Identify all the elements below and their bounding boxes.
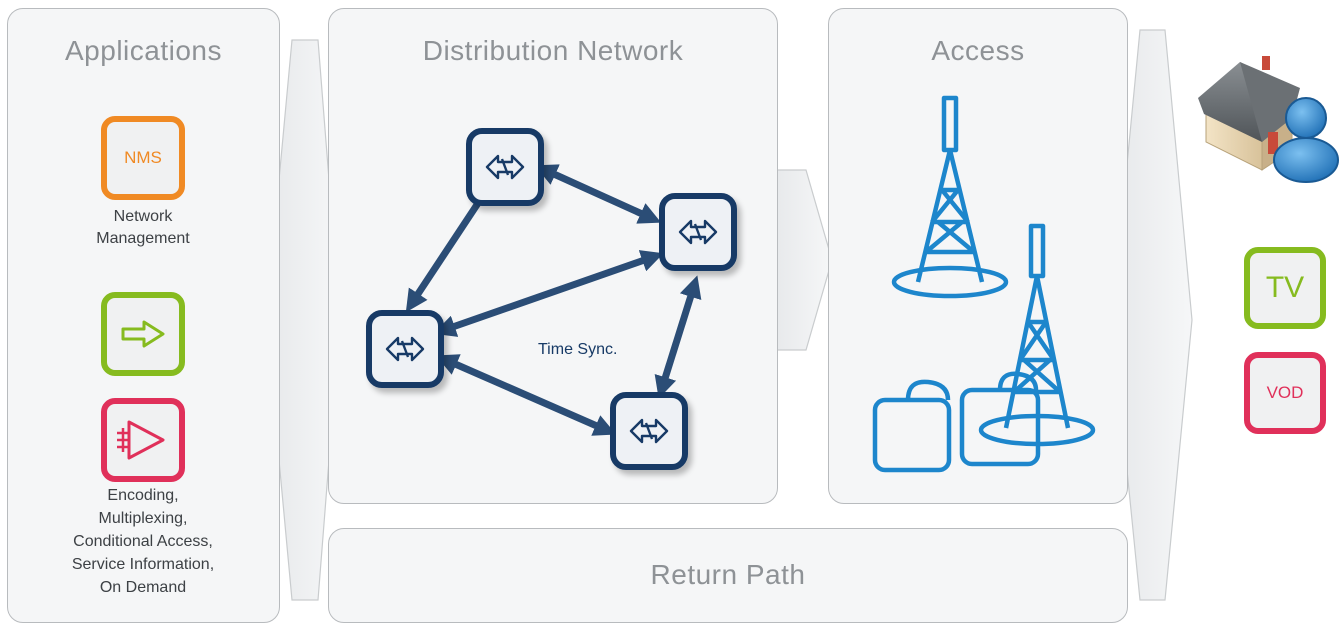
caption-line: Service Information, — [71, 556, 215, 573]
network-node-bottom — [610, 392, 688, 470]
caption-line: Multiplexing, — [98, 510, 188, 527]
user-icon — [1273, 97, 1339, 183]
network-node-right — [659, 193, 737, 271]
return-path-panel: Return Path — [328, 528, 1128, 623]
link-left-right — [433, 250, 664, 337]
house-icon — [1198, 56, 1300, 171]
encoder-amplifier-icon — [117, 420, 165, 460]
nms-caption-line1: Network — [113, 208, 173, 225]
link-left-bottom — [435, 354, 617, 436]
bidirectional-arrow-icon — [385, 336, 425, 362]
bidirectional-arrow-icon — [485, 154, 525, 180]
nms-box: NMS — [101, 116, 185, 200]
caption-line: On Demand — [99, 579, 187, 596]
arrow-right-icon — [121, 320, 165, 348]
vod-label: VOD — [1266, 383, 1304, 402]
time-sync-label: Time Sync. — [538, 341, 618, 358]
caption-line: Encoding, — [107, 487, 179, 504]
transmitter-tower-icon — [959, 223, 1096, 467]
network-node-left — [366, 310, 444, 388]
encoder-box — [101, 398, 185, 482]
caption-line: Conditional Access, — [73, 533, 213, 550]
nms-label: NMS — [124, 148, 162, 167]
forward-box — [101, 292, 185, 376]
nms-caption: Network Management — [60, 206, 226, 250]
network-node-top — [466, 128, 544, 206]
applications-title: Applications — [65, 35, 222, 66]
bidirectional-arrow-icon — [678, 219, 718, 245]
tv-box: TV — [1244, 247, 1326, 329]
bidirectional-arrow-icon — [629, 418, 669, 444]
encoding-caption: Encoding, Multiplexing, Conditional Acce… — [42, 484, 244, 599]
transmitter-tower-icon — [872, 95, 1009, 473]
tv-label: TV — [1265, 271, 1305, 304]
vod-box: VOD — [1244, 352, 1326, 434]
link-top-right — [534, 164, 662, 224]
applications-panel: Applications — [7, 8, 280, 623]
link-right-bottom — [654, 275, 702, 399]
nms-caption-line2: Management — [96, 230, 190, 247]
return-path-title: Return Path — [650, 559, 806, 590]
distribution-title: Distribution Network — [422, 35, 684, 66]
access-title: Access — [931, 35, 1025, 66]
